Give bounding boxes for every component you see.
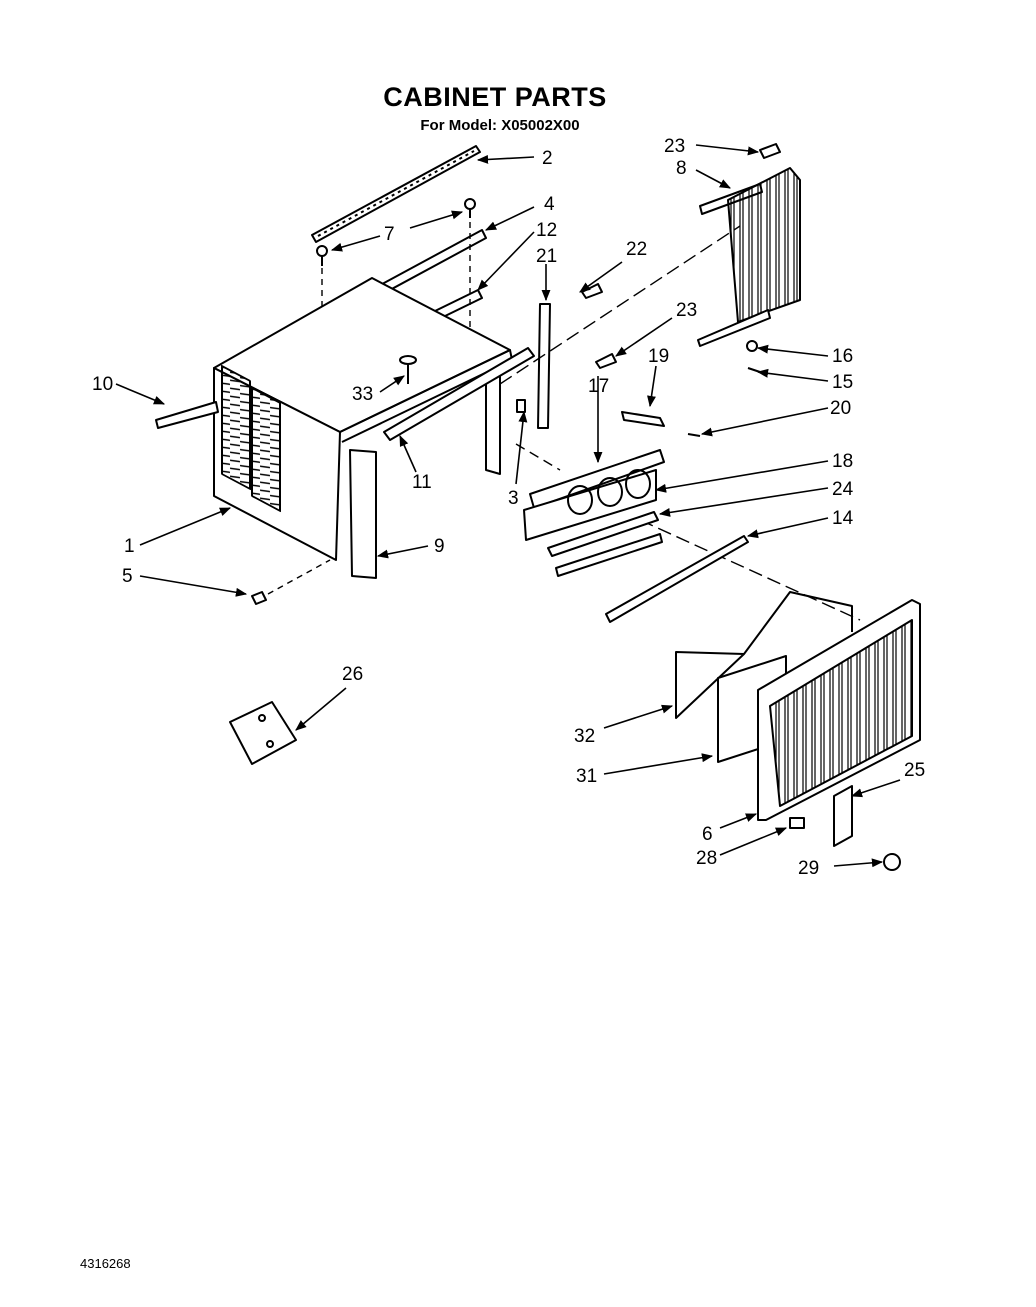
strip-24 <box>547 511 659 557</box>
label-part-12: 12 <box>536 220 557 241</box>
front-grille-6 <box>757 599 921 821</box>
label-part-2: 2 <box>542 148 553 169</box>
label-part-8: 8 <box>676 158 687 179</box>
screw-7-left <box>316 245 328 310</box>
label-part-31: 31 <box>576 766 597 787</box>
part-artwork <box>155 143 921 871</box>
label-part-19: 19 <box>648 346 669 367</box>
bracket-19 <box>621 411 665 427</box>
part-labels: 2 4 7 12 21 22 23 23 8 10 33 11 3 17 19 … <box>92 136 925 879</box>
label-part-15: 15 <box>832 372 853 393</box>
clip-3 <box>516 399 526 413</box>
diagram-title: CABINET PARTS <box>383 82 607 112</box>
label-part-23-lower: 23 <box>676 300 697 321</box>
label-part-16: 16 <box>832 346 853 367</box>
filter-bracket-32 <box>675 591 853 719</box>
model-subtitle: For Model: X05002X00 <box>420 117 580 134</box>
label-part-4: 4 <box>544 194 555 215</box>
label-part-22: 22 <box>626 239 647 260</box>
screw-23-lower <box>595 353 617 369</box>
screw-16 <box>746 340 758 352</box>
label-part-28: 28 <box>696 848 717 869</box>
mounting-kit-26 <box>229 701 297 765</box>
label-part-10: 10 <box>92 374 113 395</box>
side-curtain-8 <box>697 167 801 347</box>
side-gasket-9 <box>349 449 377 579</box>
knob-29 <box>883 853 901 871</box>
label-part-25: 25 <box>904 760 925 781</box>
label-part-21: 21 <box>536 246 557 267</box>
clip-20 <box>687 433 701 437</box>
drawing-number: 4316268 <box>80 1256 131 1271</box>
label-part-11: 11 <box>412 472 432 493</box>
label-part-24: 24 <box>832 479 854 500</box>
label-part-20: 20 <box>830 398 851 419</box>
screw-23-upper <box>759 143 781 159</box>
knob-28 <box>789 817 805 829</box>
screw-7-right <box>464 198 476 330</box>
label-part-26: 26 <box>342 664 363 685</box>
plug-33 <box>399 355 417 384</box>
bracket-21 <box>537 303 551 429</box>
label-part-1: 1 <box>124 536 135 557</box>
label-part-23-upper: 23 <box>664 136 685 157</box>
leader-lines <box>115 144 901 868</box>
mounting-frame-17 <box>523 449 665 541</box>
label-part-14: 14 <box>832 508 854 529</box>
control-panel-25 <box>833 785 853 847</box>
screw-5 <box>251 559 331 605</box>
top-rail-strip <box>311 145 481 243</box>
side-rail-10 <box>155 401 219 429</box>
label-part-7: 7 <box>384 224 395 245</box>
label-part-3: 3 <box>508 488 519 509</box>
rail-11 <box>383 347 535 441</box>
cabinet-shell <box>213 277 513 561</box>
rail-14 <box>605 535 749 623</box>
screw-22 <box>581 283 603 299</box>
label-part-6: 6 <box>702 824 713 845</box>
label-part-32: 32 <box>574 726 595 747</box>
label-part-18: 18 <box>832 451 853 472</box>
label-part-9: 9 <box>434 536 445 557</box>
label-part-29: 29 <box>798 858 819 879</box>
label-part-5: 5 <box>122 566 133 587</box>
label-part-33: 33 <box>352 384 373 405</box>
label-part-17: 17 <box>588 376 609 397</box>
